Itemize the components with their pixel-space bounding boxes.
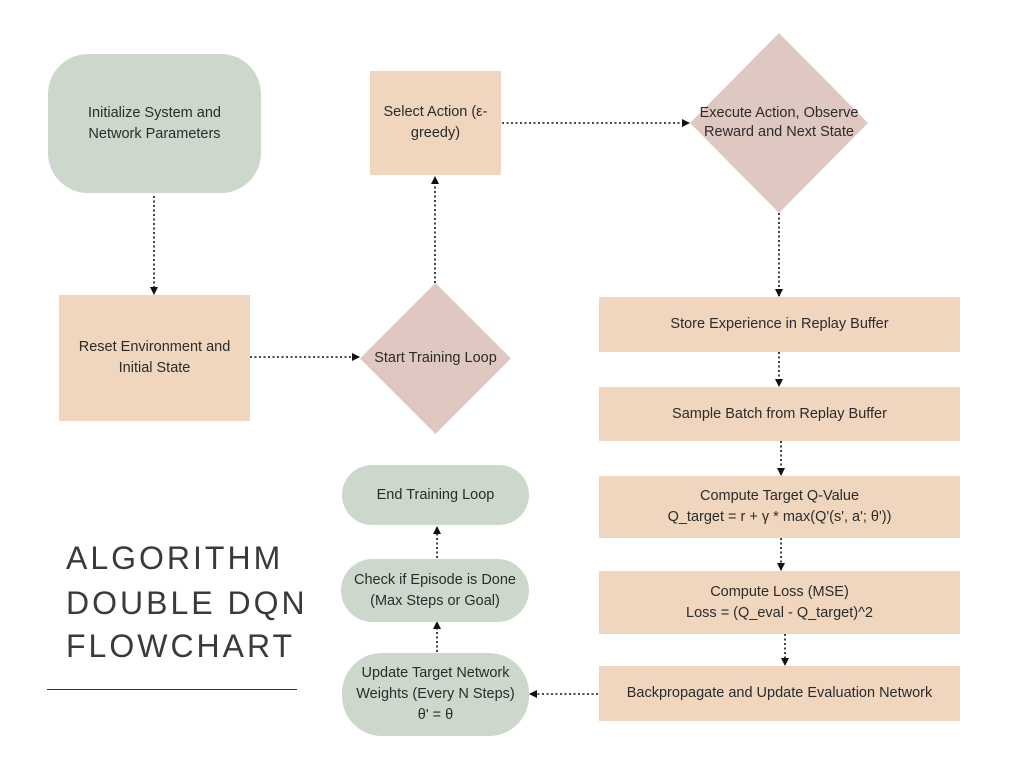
node-execute-line-1: Execute (699, 105, 752, 121)
node-check-line-2: (Max Steps or Goal) (370, 592, 500, 609)
node-sample-line-1: Sample Batch from Replay Buffer (672, 405, 887, 422)
title-line-3: FLOWCHART (66, 628, 296, 664)
node-start-line-1: Start (374, 350, 405, 366)
node-sample-batch: Sample Batch from Replay Buffer (599, 387, 960, 441)
node-execute-line-5: Next State (786, 124, 854, 140)
node-execute-line-4: Reward and (704, 124, 783, 140)
node-compute-loss: Compute Loss (MSE) Loss = (Q_eval - Q_ta… (599, 571, 960, 634)
node-end-line-1: End Training Loop (376, 486, 495, 503)
node-backprop-line-1: Backpropagate and Update Evaluation Netw… (626, 685, 933, 701)
node-reset-line-1: Reset Environment and (78, 339, 231, 355)
node-initialize-line-2: Network Parameters (88, 125, 221, 142)
node-check-line-1: Check if Episode is Done (354, 571, 516, 588)
node-store-experience: Store Experience in Replay Buffer (599, 297, 960, 352)
node-compute-target-q: Compute Target Q-Value Q_target = r + γ … (599, 476, 960, 538)
diamond-shape-start (360, 283, 511, 434)
node-select-line-2: greedy) (410, 125, 461, 141)
node-reset-line-2: Initial State (118, 360, 191, 376)
node-execute-action: Execute Action, Observe Reward and Next … (690, 33, 868, 213)
node-start-line-3: Loop (464, 350, 497, 366)
node-reset-environment: Reset Environment and Initial State (59, 295, 250, 421)
node-update-line-3: θ' = θ (417, 707, 454, 723)
node-end-training-loop: End Training Loop (342, 465, 529, 525)
node-store-line-1: Store Experience in Replay Buffer (670, 316, 889, 332)
node-loss-line-2: Loss = (Q_eval - Q_target)^2 (686, 604, 873, 621)
node-update-target-network: Update Target Network Weights (Every N S… (342, 653, 529, 736)
node-backpropagate: Backpropagate and Update Evaluation Netw… (599, 666, 960, 721)
node-start-training-loop: Start Training Loop (360, 283, 511, 434)
title-underline (47, 689, 297, 690)
node-select-action: Select Action (ε- greedy) (370, 71, 501, 175)
node-execute-line-3: Observe (803, 105, 859, 121)
node-execute-line-2: Action, (755, 105, 800, 121)
diamond-shape-execute (690, 33, 868, 213)
node-target-q-line-2: Q_target = r + γ * max(Q'(s', a'; θ')) (667, 509, 892, 525)
node-initialize: Initialize System and Network Parameters (48, 54, 261, 193)
title-line-2: DOUBLE DQN (66, 585, 308, 621)
node-target-q-line-1: Compute Target Q-Value (699, 488, 860, 504)
node-check-episode-done: Check if Episode is Done (Max Steps or G… (341, 559, 529, 622)
node-update-line-2: Weights (Every N Steps) (356, 686, 515, 702)
node-loss-line-1: Compute Loss (MSE) (710, 583, 849, 600)
node-update-line-1: Update Target Network (361, 665, 510, 681)
title-line-1: ALGORITHM (66, 540, 284, 576)
node-initialize-line-1: Initialize System and (88, 104, 221, 121)
node-select-line-1: Select Action (ε- (383, 104, 488, 120)
node-start-line-2: Training (408, 350, 461, 366)
